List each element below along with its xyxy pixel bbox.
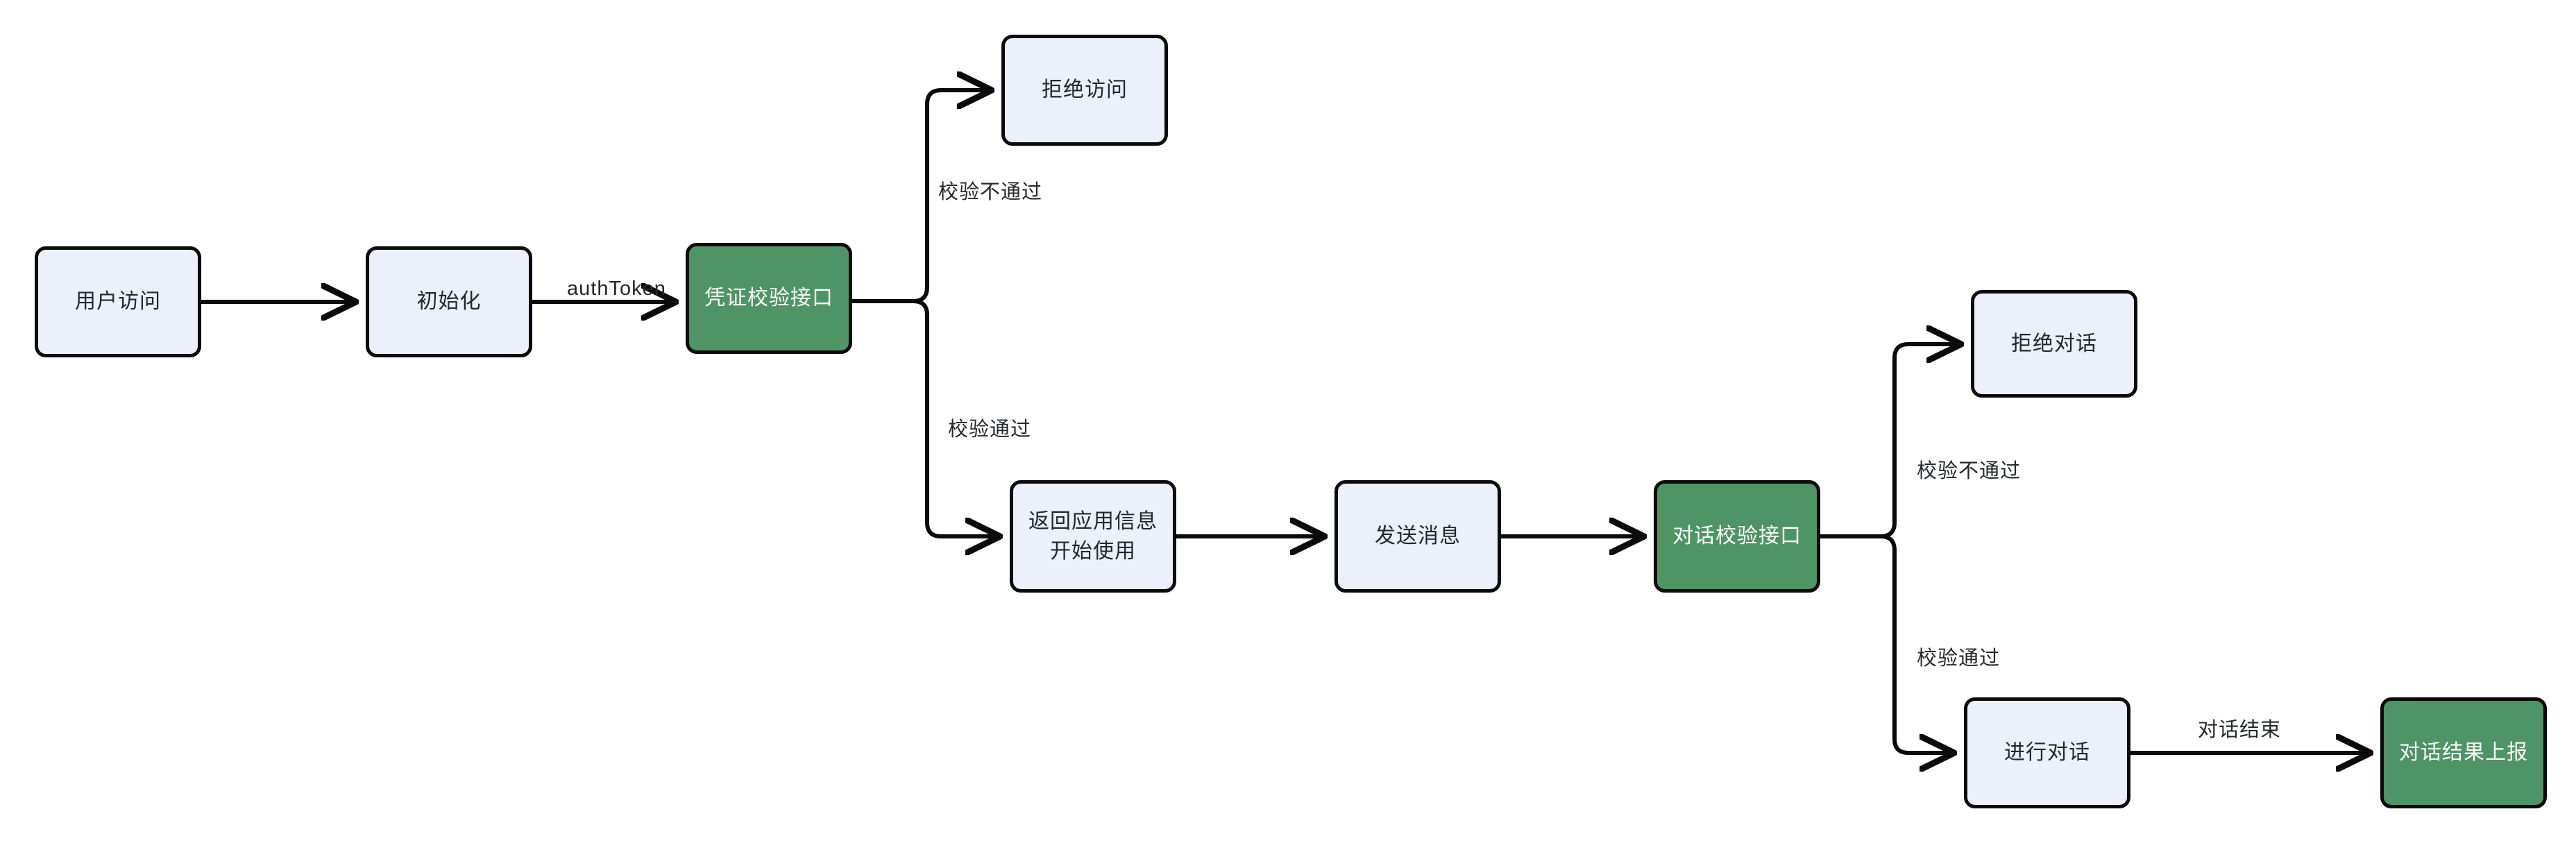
node-return-app-info[interactable]: 返回应用信息 开始使用 — [1010, 480, 1176, 593]
edge-label-chat-check-passed: 校验通过 — [1917, 647, 2001, 670]
edge-label-chat-check-failed: 校验不通过 — [1917, 460, 2022, 482]
node-chat-check-api[interactable]: 对话校验接口 — [1654, 480, 1820, 593]
edge-label-auth-check-failed: 校验不通过 — [938, 181, 1043, 203]
node-report-result[interactable]: 对话结果上报 — [2380, 697, 2547, 808]
node-auth-api[interactable]: 凭证校验接口 — [686, 243, 852, 354]
node-do-chat[interactable]: 进行对话 — [1964, 697, 2130, 808]
edge-label-auth-token: authToken — [567, 278, 666, 300]
node-deny-chat[interactable]: 拒绝对话 — [1971, 290, 2137, 398]
connector-chat-check-api-to-deny-chat — [1879, 344, 1956, 538]
node-user-access[interactable]: 用户访问 — [35, 246, 201, 357]
node-deny-access[interactable]: 拒绝访问 — [1001, 35, 1168, 146]
edge-label-auth-check-passed: 校验通过 — [948, 418, 1032, 441]
node-send-message[interactable]: 发送消息 — [1334, 480, 1501, 593]
edge-label-chat-finished: 对话结束 — [2198, 719, 2282, 741]
node-init[interactable]: 初始化 — [366, 246, 532, 357]
